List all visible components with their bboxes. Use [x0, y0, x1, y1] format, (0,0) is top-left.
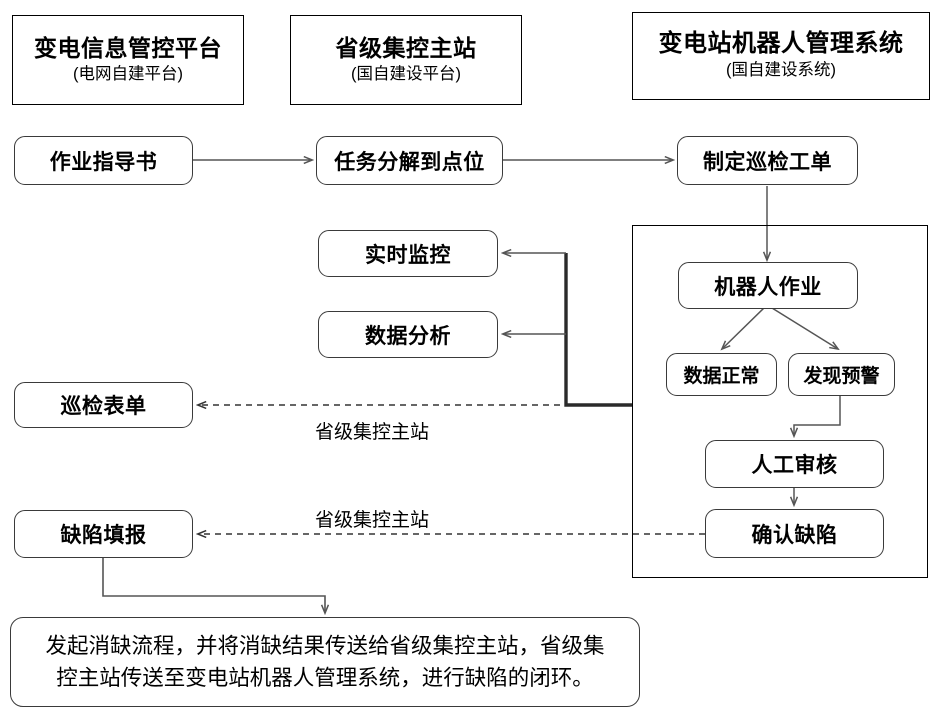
node-robot-operation[interactable]: 机器人作业 — [678, 262, 858, 309]
node-task-decompose[interactable]: 任务分解到点位 — [316, 136, 503, 185]
header-title-robot-management-system: 变电站机器人管理系统 — [658, 30, 904, 58]
summary-line-1: 发起消缺流程，并将消缺结果传送给省级集控主站，省级集 — [45, 633, 605, 658]
header-box-robot-management-system[interactable]: 变电站机器人管理系统 (国自建设系统) — [632, 12, 930, 100]
node-defect-report[interactable]: 缺陷填报 — [14, 510, 193, 558]
node-data-normal[interactable]: 数据正常 — [666, 353, 777, 396]
node-data-analysis[interactable]: 数据分析 — [318, 311, 498, 358]
edge-label-to-defect-report: 省级集控主站 — [315, 510, 430, 531]
node-manual-review[interactable]: 人工审核 — [705, 440, 884, 488]
summary-line-2: 控主站传送至变电站机器人管理系统，进行缺陷的闭环。 — [56, 666, 594, 690]
edge-panel-bus-trunk — [564, 253, 632, 407]
node-label-inspection-form: 巡检表单 — [60, 395, 147, 418]
node-label-robot-operation: 机器人作业 — [714, 275, 822, 299]
summary-box[interactable]: 发起消缺流程，并将消缺结果传送给省级集控主站，省级集 控主站传送至变电站机器人管… — [10, 617, 640, 707]
node-label-realtime-monitor: 实时监控 — [365, 243, 451, 267]
edge-label-to-inspection-form: 省级集控主站 — [315, 422, 430, 443]
node-create-work-order[interactable]: 制定巡检工单 — [677, 136, 858, 185]
node-label-data-normal: 数据正常 — [683, 366, 760, 387]
header-subtitle-robot-management-system: (国自建设系统) — [726, 61, 836, 80]
node-label-manual-review: 人工审核 — [751, 454, 838, 477]
node-label-create-work-order: 制定巡检工单 — [703, 150, 832, 174]
node-label-defect-report: 缺陷填报 — [60, 524, 147, 547]
node-realtime-monitor[interactable]: 实时监控 — [318, 230, 498, 277]
node-label-confirm-defect: 确认缺陷 — [751, 523, 838, 547]
summary-text: 发起消缺流程，并将消缺结果传送给省级集控主站，省级集 控主站传送至变电站机器人管… — [45, 630, 604, 695]
node-label-alarm-found: 发现预警 — [803, 366, 880, 387]
node-label-task-decompose: 任务分解到点位 — [334, 150, 485, 174]
edge-defect-to-summary — [102, 558, 325, 613]
header-box-provincial-station[interactable]: 省级集控主站 (国自建设平台) — [290, 15, 522, 105]
node-inspection-form[interactable]: 巡检表单 — [14, 382, 193, 428]
header-subtitle-power-info-platform: (电网自建平台) — [73, 64, 183, 83]
header-box-power-info-platform[interactable]: 变电信息管控平台 (电网自建平台) — [12, 15, 244, 105]
node-work-instruction[interactable]: 作业指导书 — [14, 136, 193, 185]
node-label-data-analysis: 数据分析 — [365, 324, 451, 348]
header-subtitle-provincial-station: (国自建设平台) — [351, 64, 461, 83]
node-confirm-defect[interactable]: 确认缺陷 — [705, 509, 884, 558]
node-label-work-instruction: 作业指导书 — [49, 150, 158, 174]
robot-system-panel — [632, 225, 928, 578]
node-alarm-found[interactable]: 发现预警 — [788, 353, 895, 396]
header-title-provincial-station: 省级集控主站 — [335, 35, 477, 62]
header-title-power-info-platform: 变电信息管控平台 — [34, 35, 222, 62]
